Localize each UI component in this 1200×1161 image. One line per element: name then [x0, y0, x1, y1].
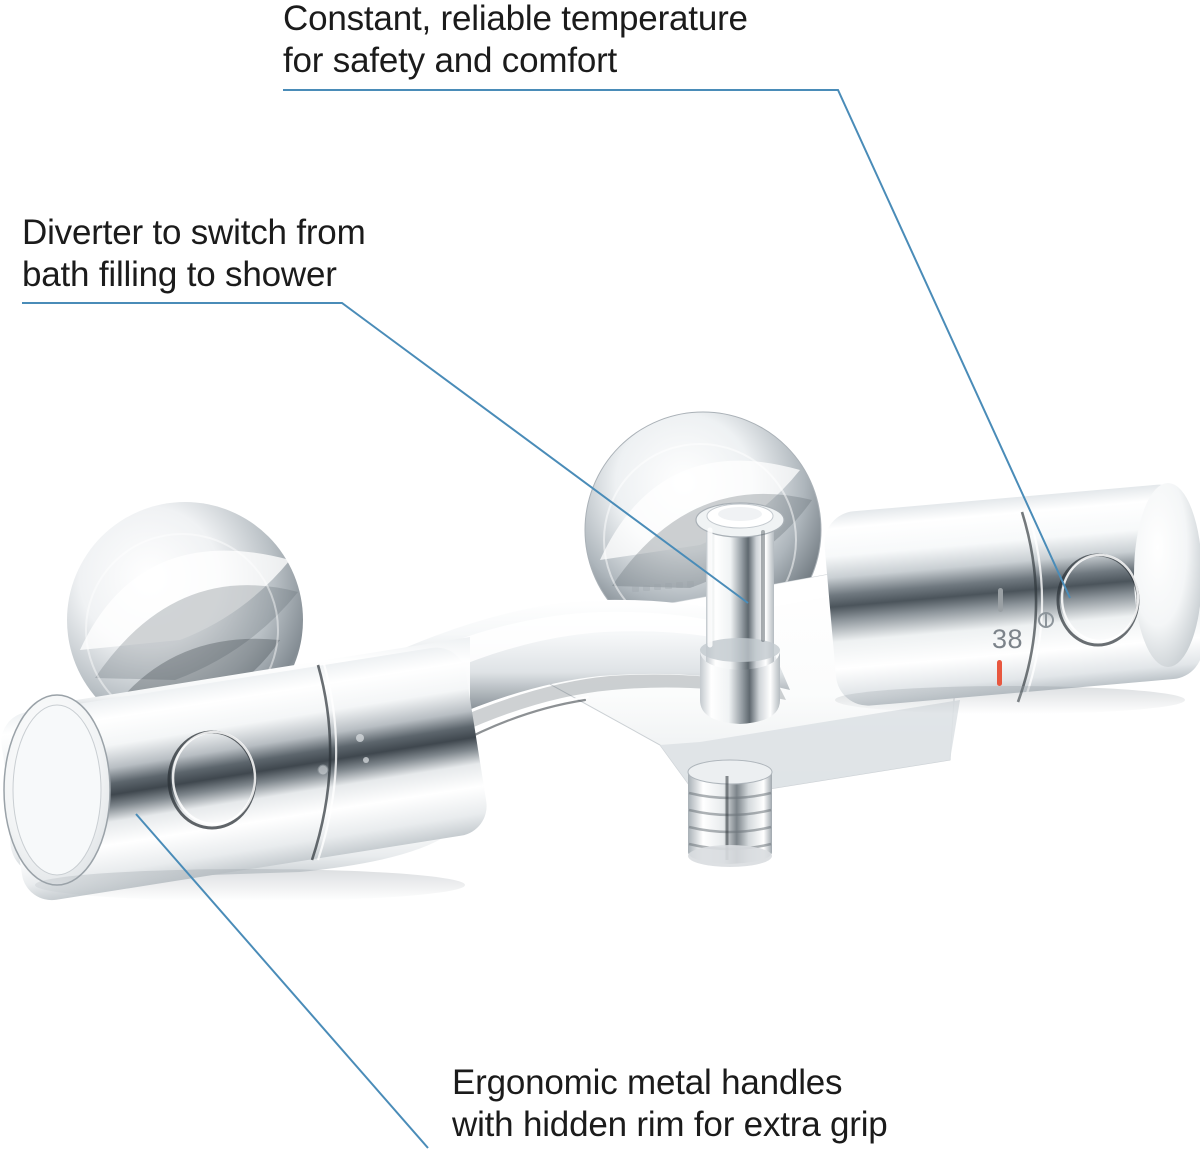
handle-detail-dots — [317, 734, 369, 776]
callout-diverter-text: Diverter to switch from bath filling to … — [22, 213, 366, 294]
left-handle-end-cap — [3, 694, 111, 886]
callout-temperature-text: Constant, reliable temperature for safet… — [283, 0, 748, 80]
temperature-scale-value: 38 — [992, 624, 1023, 654]
callout-handles-text: Ergonomic metal handles with hidden rim … — [452, 1063, 888, 1144]
temperature-handle[interactable]: 38 — [822, 482, 1200, 708]
temperature-scale: 38 — [992, 588, 1054, 686]
shower-hose-outlet — [687, 759, 773, 867]
diverter-button[interactable] — [695, 502, 785, 724]
left-flow-handle[interactable] — [0, 637, 491, 904]
